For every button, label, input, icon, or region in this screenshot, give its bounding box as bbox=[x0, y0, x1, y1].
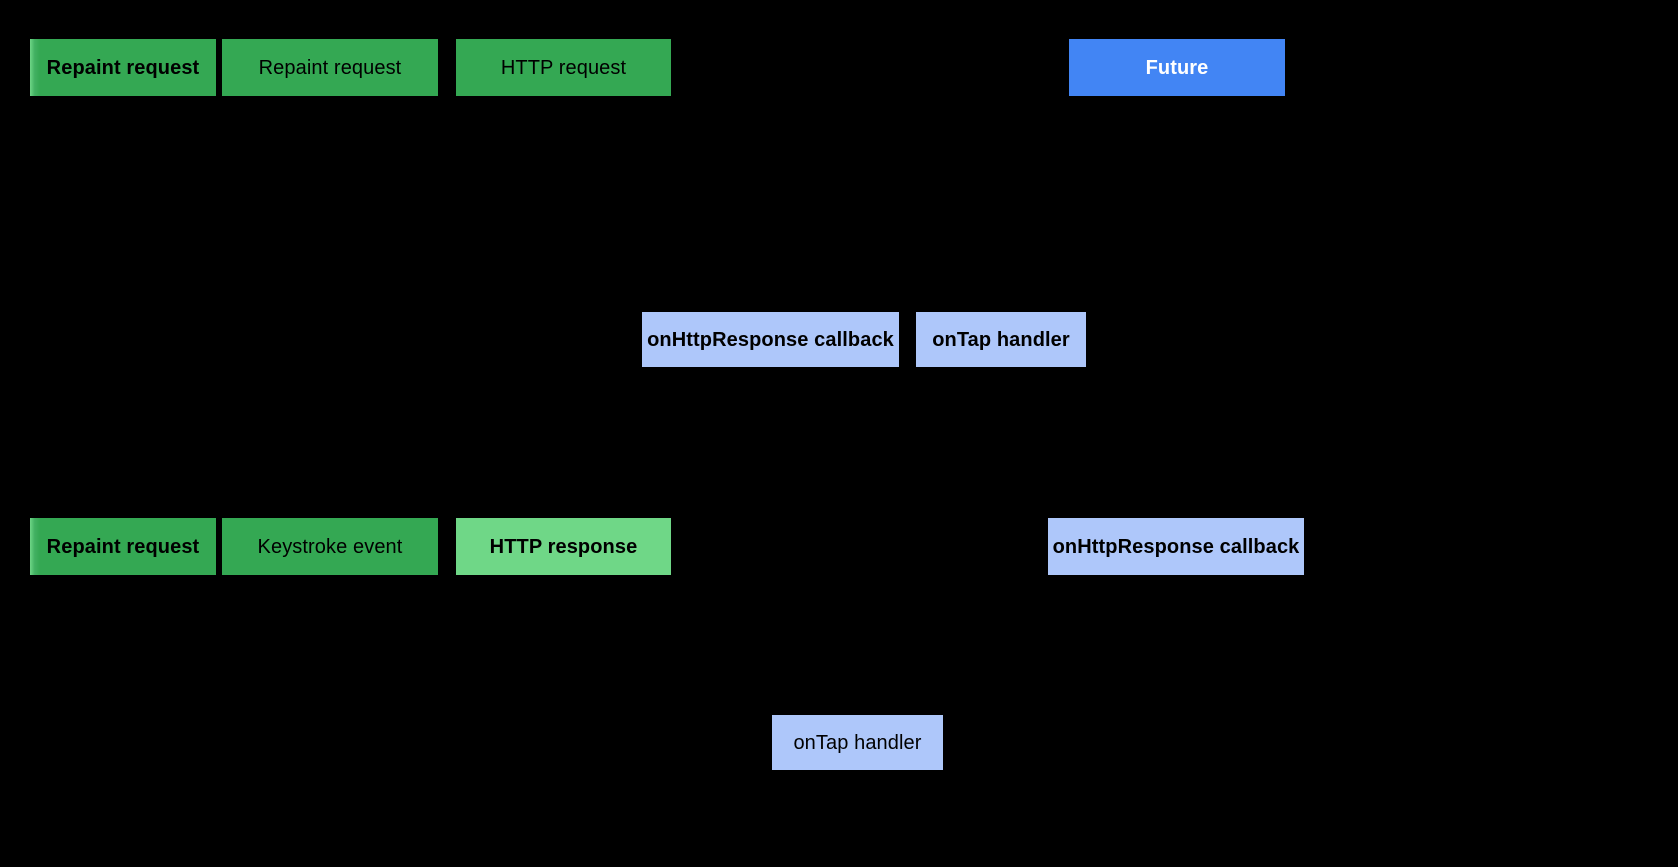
row3-http-response-label: HTTP response bbox=[489, 535, 638, 558]
row1-repaint-request-2[interactable]: Repaint request bbox=[222, 39, 438, 96]
row2-ontap-handler-label: onTap handler bbox=[932, 328, 1070, 351]
row-3: Repaint request Keystroke event HTTP respo… bbox=[0, 518, 1678, 575]
row1-http-request[interactable]: HTTP request bbox=[456, 39, 671, 96]
row4-ontap-handler[interactable]: onTap handler bbox=[772, 715, 943, 770]
row-2: onHttpResponse callback onTap handler bbox=[0, 312, 1678, 367]
row1-http-request-label: HTTP request bbox=[500, 56, 627, 79]
row1-repaint-request-1[interactable]: Repaint request bbox=[30, 39, 216, 96]
row1-repaint-request-2-label: Repaint request bbox=[258, 56, 402, 79]
row3-repaint-request[interactable]: Repaint request bbox=[30, 518, 216, 575]
row2-onhttpresponse-callback[interactable]: onHttpResponse callback bbox=[642, 312, 899, 367]
row3-http-response[interactable]: HTTP response bbox=[456, 518, 671, 575]
row3-keystroke-event-label: Keystroke event bbox=[257, 535, 403, 558]
row3-keystroke-event[interactable]: Keystroke event bbox=[222, 518, 438, 575]
row3-onhttpresponse-callback[interactable]: onHttpResponse callback bbox=[1048, 518, 1304, 575]
row4-ontap-handler-label: onTap handler bbox=[793, 731, 922, 754]
row3-repaint-request-label: Repaint request bbox=[46, 535, 200, 558]
row-1: Repaint request Repaint request HTTP reque… bbox=[0, 39, 1678, 96]
row1-repaint-request-1-label: Repaint request bbox=[46, 56, 200, 79]
row2-onhttpresponse-callback-label: onHttpResponse callback bbox=[647, 328, 894, 351]
row1-future[interactable]: Future bbox=[1069, 39, 1285, 96]
row3-onhttpresponse-callback-label: onHttpResponse callback bbox=[1052, 535, 1300, 558]
row1-future-label: Future bbox=[1145, 56, 1209, 79]
row-4: onTap handler bbox=[0, 715, 1678, 770]
row2-ontap-handler[interactable]: onTap handler bbox=[916, 312, 1086, 367]
